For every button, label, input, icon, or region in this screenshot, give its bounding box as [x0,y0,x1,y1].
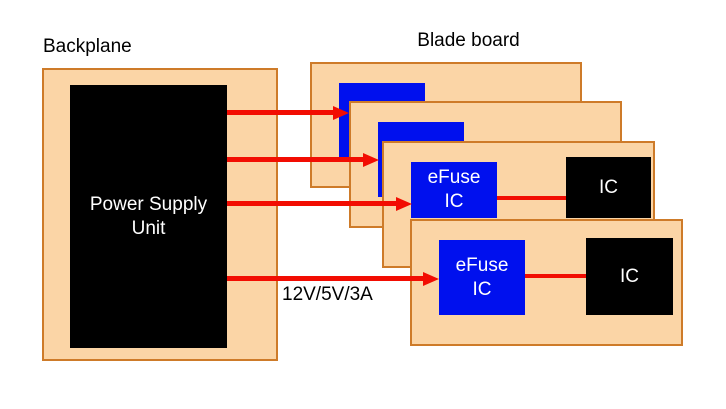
arrow-head-icon [423,272,439,286]
efuse-ic-box-blade3: eFuse IC [411,162,497,218]
power-arrow-1 [227,106,349,120]
efuse-label-line1: eFuse [455,254,509,276]
arrow-head-icon [333,106,349,120]
backplane-box: Power Supply Unit [42,68,278,361]
efuse-label-line2: IC [472,278,492,300]
backplane-label: Backplane [43,36,132,57]
power-arrow-4 [227,272,439,286]
power-arrow-2 [227,153,379,167]
arrow-shaft [227,201,398,206]
efuse-to-ic-wire-blade3 [497,196,566,200]
ic-box-blade3: IC [566,157,651,218]
efuse-ic-box-blade4: eFuse IC [439,240,525,315]
power-arrow-3 [227,197,412,211]
psu-label-line1: Power Supply [89,193,208,215]
psu-label-line2: Unit [131,217,166,239]
efuse-label-line2: IC [444,191,464,212]
ic-label: IC [599,176,618,198]
arrow-shaft [227,276,425,281]
blade-board-4: eFuse IC IC [410,219,683,346]
ic-box-blade4: IC [586,238,673,315]
efuse-to-ic-wire-blade4 [525,274,586,278]
ic-label: IC [620,265,639,287]
arrow-shaft [227,110,335,115]
arrow-shaft [227,157,365,162]
arrow-head-icon [396,197,412,211]
blade-board-label: Blade board [417,30,520,51]
voltage-label: 12V/5V/3A [282,284,373,305]
arrow-head-icon [363,153,379,167]
efuse-label-line1: eFuse [427,167,481,188]
power-supply-unit-box: Power Supply Unit [70,85,227,348]
